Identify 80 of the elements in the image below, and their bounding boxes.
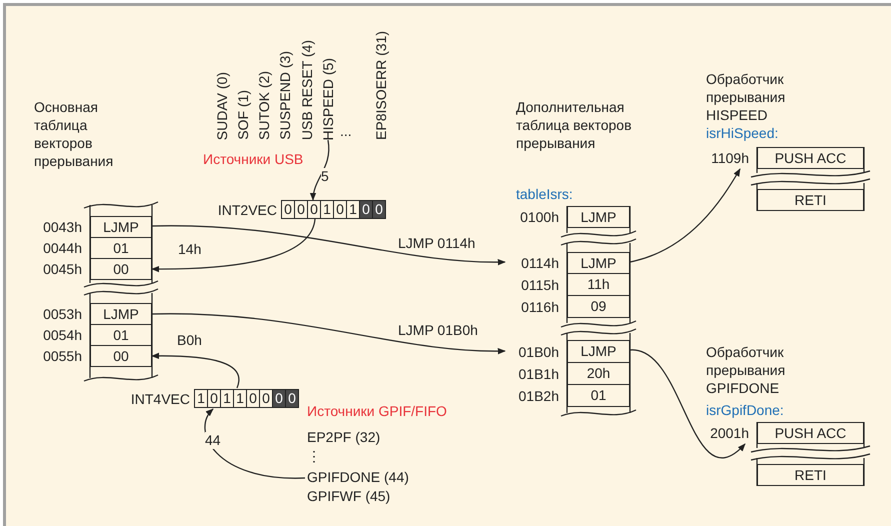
bit-cell: 0 [307,200,321,219]
address-label: 0100h [520,208,559,226]
address-label: 0114h [521,254,559,272]
address-label: 01B0h [518,342,559,360]
arrow [152,313,506,354]
memory-cell: 01 [90,237,152,259]
memory-cell: 09 [567,295,630,318]
memory-cell: 00 [90,345,152,367]
memory-cell: LJMP [90,216,152,238]
bit-cell: 0 [333,200,347,219]
memory-cell: 11h [567,273,630,296]
bit-cell: 0 [207,389,221,408]
table-heading: Основная таблица векторов прерывания [34,98,114,170]
source-group-title: Источники USB [203,150,304,168]
memory-cell: PUSH ACC [757,422,864,444]
arrow [630,349,746,458]
memory-cell: RETI [757,189,864,211]
register-name: INT4VEC [130,390,190,408]
source-name: EP2PF (32) [307,428,380,446]
source-name: SUDAV (0) [213,72,231,140]
address-label: 0043h [43,218,82,236]
address-label: 0044h [43,239,82,257]
bit-cell: 0 [272,389,286,408]
source-name: USB RESET (4) [298,40,316,140]
memory-cell: 01 [567,384,630,407]
bit-cell: 0 [372,200,386,219]
address-label: 0055h [43,347,82,365]
register-name: INT2VEC [218,200,277,218]
source-name: EP8ISOERR (31) [372,31,390,140]
bit-cell: 1 [346,200,360,219]
source-name: ... [340,122,352,140]
address-label: 2001h [710,424,749,442]
arrow [630,168,741,263]
address-label: 0054h [43,326,82,344]
code-label: isrHiSpeed: [706,124,778,142]
bit-cell: 0 [294,200,308,219]
address-label: 01B1h [518,364,559,382]
table-heading: Обработчик прерывания GPIFDONE [706,343,786,397]
memory-cell: LJMP [567,252,630,274]
source-name: ⋮ [307,447,321,465]
bit-cell: 1 [320,200,334,219]
source-name: GPIFDONE (44) [307,468,409,486]
bit-cell: 0 [359,200,373,219]
memory-cell: 20h [567,362,630,385]
address-label: 0045h [43,260,82,278]
address-label: 01B2h [518,386,559,404]
bit-cell: 0 [246,389,260,408]
memory-cell: 01 [90,324,152,346]
code-label: tableIsrs: [516,185,573,203]
arrow [152,225,506,266]
source-name: HISPEED (5) [319,58,337,140]
bit-cell: 1 [220,389,234,408]
address-label: 0053h [43,305,82,323]
source-name: GPIFWF (45) [307,487,390,505]
edge-label: 44 [205,432,221,449]
address-label: 1109h [711,149,749,167]
arrow [310,140,330,201]
memory-cell: LJMP [90,303,152,325]
source-name: SOF (1) [234,90,252,140]
address-label: 0116h [521,298,559,316]
code-label: isrGpifDone: [706,401,784,419]
arrow [151,352,240,388]
source-name: SUTOK (2) [255,71,273,140]
memory-cell: 00 [90,258,152,280]
table-heading: Дополнительная таблица векторов прерывания [516,98,633,152]
memory-cell: LJMP [567,206,630,228]
bit-cell: 1 [194,389,208,408]
bit-cell: 0 [259,389,273,408]
memory-cell: LJMP [567,340,630,363]
arrow [204,408,305,479]
bit-cell: 0 [285,389,299,408]
bit-cell: 0 [281,200,295,219]
source-group-title: Источники GPIF/FIFO [307,402,447,420]
source-name: SUSPEND (3) [276,51,294,140]
address-label: 0115h [521,276,559,294]
bit-cell: 1 [233,389,247,408]
table-heading: Обработчик прерывания HISPEED [706,70,786,124]
memory-cell: PUSH ACC [757,147,864,169]
memory-cell: RETI [757,464,864,486]
arrow [151,218,316,272]
